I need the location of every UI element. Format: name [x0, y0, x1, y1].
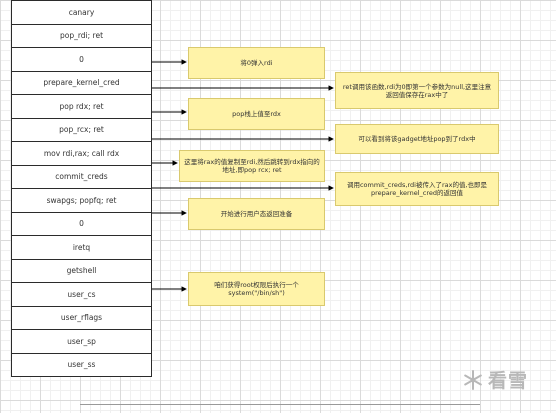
stack-row: user_ss	[11, 352, 152, 377]
stack-row: pop rdx; ret	[11, 94, 152, 119]
note-prepare-kernel-cred: ret调用该函数,rdi为0即第一个参数为null,这里注意返回值保存在rax中…	[335, 72, 499, 109]
watermark: 看雪	[462, 366, 528, 393]
watermark-text: 看雪	[488, 370, 529, 392]
note-user-return: 开始进行用户态返回准备	[188, 198, 325, 230]
snowflake-icon	[464, 369, 482, 390]
stack-row: 0	[11, 47, 152, 72]
note-pop-rcx: 可以看到将该gadget地址pop到了rdx中	[335, 124, 499, 154]
stack-row: getshell	[11, 258, 152, 283]
divider	[80, 404, 480, 405]
stack-row: prepare_kernel_cred	[11, 70, 152, 95]
note-pop-rdi: 将0弹入rdi	[188, 47, 325, 79]
note-commit-creds: 调用commit_creds,rdi被传入了rax的值,也即是prepare_k…	[335, 172, 499, 206]
stack-row: pop_rcx; ret	[11, 117, 152, 142]
note-getshell: 咱们获得root权限后执行一个system("/bin/sh")	[188, 272, 325, 306]
stack-row: mov rdi,rax; call rdx	[11, 141, 152, 166]
note-pop-rdx: pop栈上值至rdx	[188, 98, 325, 130]
stack-row: user_rflags	[11, 305, 152, 330]
note-mov-rdi-rax: 这里将rax的值复制至rdi,然后跳转到rdx指向的地址,即pop rcx; r…	[179, 150, 325, 182]
stack-diagram: canary pop_rdi; ret 0 prepare_kernel_cre…	[11, 0, 152, 377]
stack-row: canary	[11, 0, 152, 25]
